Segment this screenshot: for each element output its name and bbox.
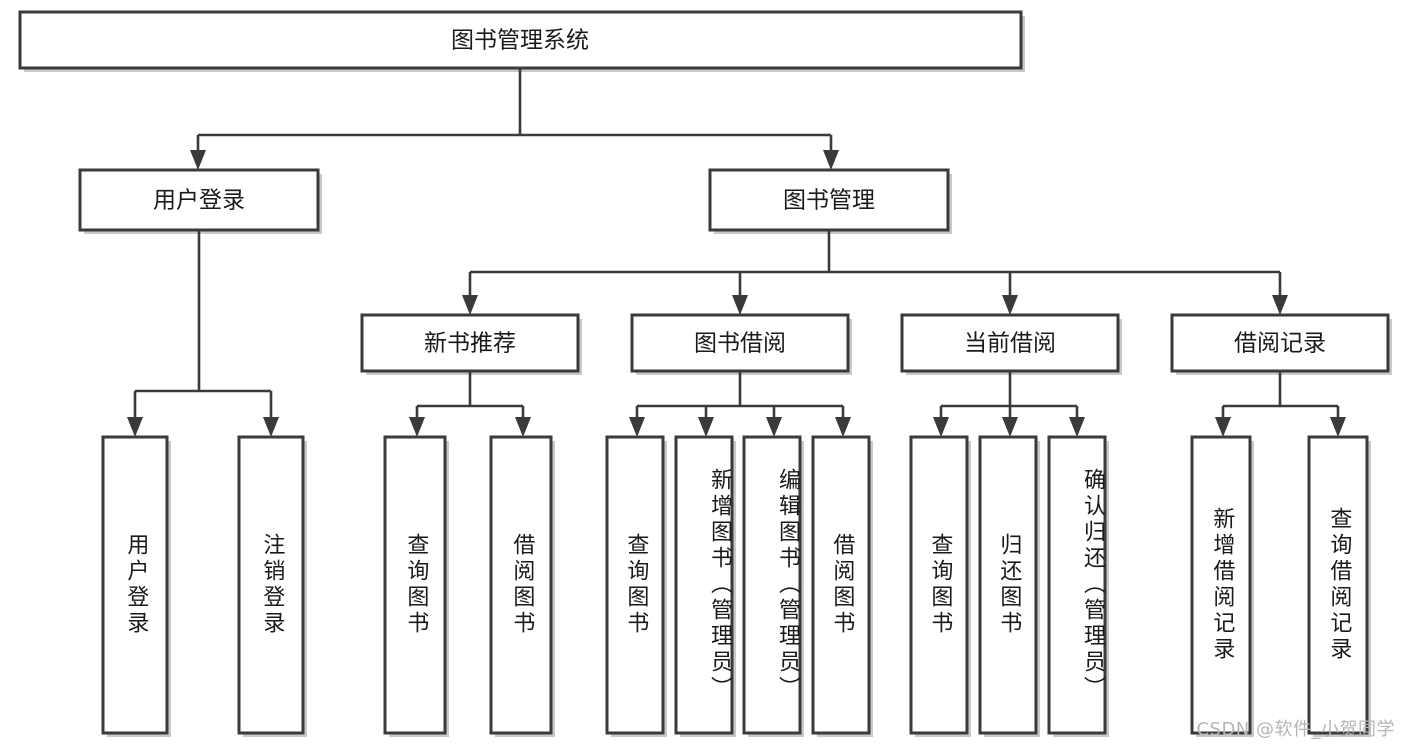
leaf-borrow-record-1-box[interactable] bbox=[1307, 435, 1369, 735]
leaf-book-borrow-3-box[interactable] bbox=[811, 435, 871, 735]
node-root-box[interactable] bbox=[18, 10, 1023, 70]
leaf-book-borrow-2-box[interactable] bbox=[742, 435, 802, 735]
node-current-borrow-box[interactable] bbox=[900, 313, 1120, 373]
node-borrow-record-box[interactable] bbox=[1170, 313, 1390, 373]
connector-new-book-recommend-to-leaves bbox=[409, 371, 531, 437]
leaf-book-borrow-1-box[interactable] bbox=[674, 435, 734, 735]
leaf-user-login-1[interactable] bbox=[237, 435, 307, 737]
connector-current-borrow-to-leaves bbox=[933, 371, 1085, 437]
node-root-label: 图书管理系统 bbox=[451, 28, 589, 54]
node-book-borrow-label: 图书借阅 bbox=[694, 331, 786, 357]
leaf-current-borrow-0[interactable] bbox=[909, 435, 971, 737]
node-new-book-recommend-box[interactable] bbox=[360, 313, 580, 373]
leaf-user-login-0-box[interactable] bbox=[101, 435, 169, 735]
node-book-management[interactable]: 图书管理 bbox=[708, 168, 952, 234]
node-root[interactable]: 图书管理系统 bbox=[18, 10, 1025, 72]
leaf-current-borrow-1[interactable] bbox=[978, 435, 1040, 737]
node-new-book-recommend-label: 新书推荐 bbox=[424, 331, 516, 357]
leaf-borrow-record-1[interactable] bbox=[1307, 435, 1371, 737]
node-book-management-label: 图书管理 bbox=[783, 188, 875, 214]
leaf-current-borrow-1-box[interactable] bbox=[978, 435, 1038, 735]
leaf-book-borrow-0[interactable] bbox=[605, 435, 667, 737]
leaf-user-login-0[interactable] bbox=[101, 435, 171, 737]
node-current-borrow-label: 当前借阅 bbox=[964, 331, 1056, 357]
leaf-new-book-recommend-0[interactable] bbox=[383, 435, 449, 737]
connector-borrow-record-to-leaves bbox=[1215, 371, 1346, 437]
leaf-book-borrow-1[interactable] bbox=[674, 435, 736, 737]
leaf-book-borrow-2[interactable] bbox=[742, 435, 804, 737]
csdn-watermark: CSDN @软件_小贺同学 bbox=[1196, 719, 1395, 740]
leaf-current-borrow-2[interactable] bbox=[1047, 435, 1109, 737]
leaf-new-book-recommend-1[interactable] bbox=[489, 435, 555, 737]
node-user-login-label: 用户登录 bbox=[153, 188, 245, 214]
node-new-book-recommend[interactable]: 新书推荐 bbox=[360, 313, 582, 375]
node-book-borrow[interactable]: 图书借阅 bbox=[630, 313, 852, 375]
leaf-current-borrow-2-box[interactable] bbox=[1047, 435, 1107, 735]
leaf-new-book-recommend-1-box[interactable] bbox=[489, 435, 553, 735]
node-current-borrow[interactable]: 当前借阅 bbox=[900, 313, 1122, 375]
connector-book-borrow-to-leaves bbox=[629, 371, 851, 437]
node-user-login[interactable]: 用户登录 bbox=[78, 168, 322, 234]
leaf-current-borrow-0-box[interactable] bbox=[909, 435, 969, 735]
leaf-borrow-record-0[interactable] bbox=[1190, 435, 1254, 737]
leaf-book-borrow-3[interactable] bbox=[811, 435, 873, 737]
node-borrow-record-label: 借阅记录 bbox=[1234, 331, 1326, 357]
node-borrow-record[interactable]: 借阅记录 bbox=[1170, 313, 1392, 375]
leaf-user-login-1-box[interactable] bbox=[237, 435, 305, 735]
leaf-new-book-recommend-0-box[interactable] bbox=[383, 435, 447, 735]
leaf-book-borrow-0-box[interactable] bbox=[605, 435, 665, 735]
connector-root-to-level1 bbox=[190, 68, 839, 170]
connector-book-management-to-level2 bbox=[462, 230, 1288, 315]
leaf-borrow-record-0-box[interactable] bbox=[1190, 435, 1252, 735]
connector-user-login-to-leaves bbox=[127, 230, 279, 437]
node-user-login-box[interactable] bbox=[78, 168, 320, 232]
